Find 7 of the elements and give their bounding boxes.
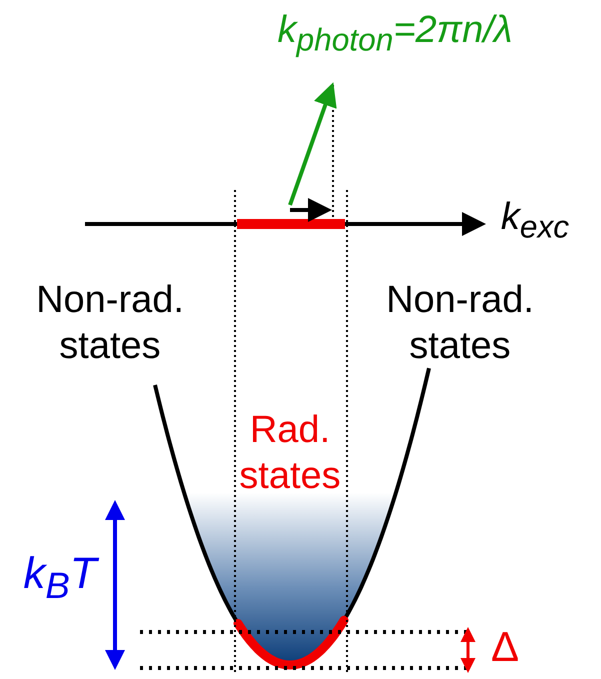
energy-label: k$_{B}$T xyxy=(10,548,110,608)
region-label: Non-rad. states xyxy=(385,278,535,369)
region-label: Rad. states xyxy=(238,408,342,499)
gap-label: Δ xyxy=(490,622,520,672)
region-label: Non-rad. states xyxy=(35,278,185,369)
axis-label: k$_{exc}$ xyxy=(500,195,570,246)
wavevector-label: k$_{photon}$=2πn/λ xyxy=(276,8,514,59)
